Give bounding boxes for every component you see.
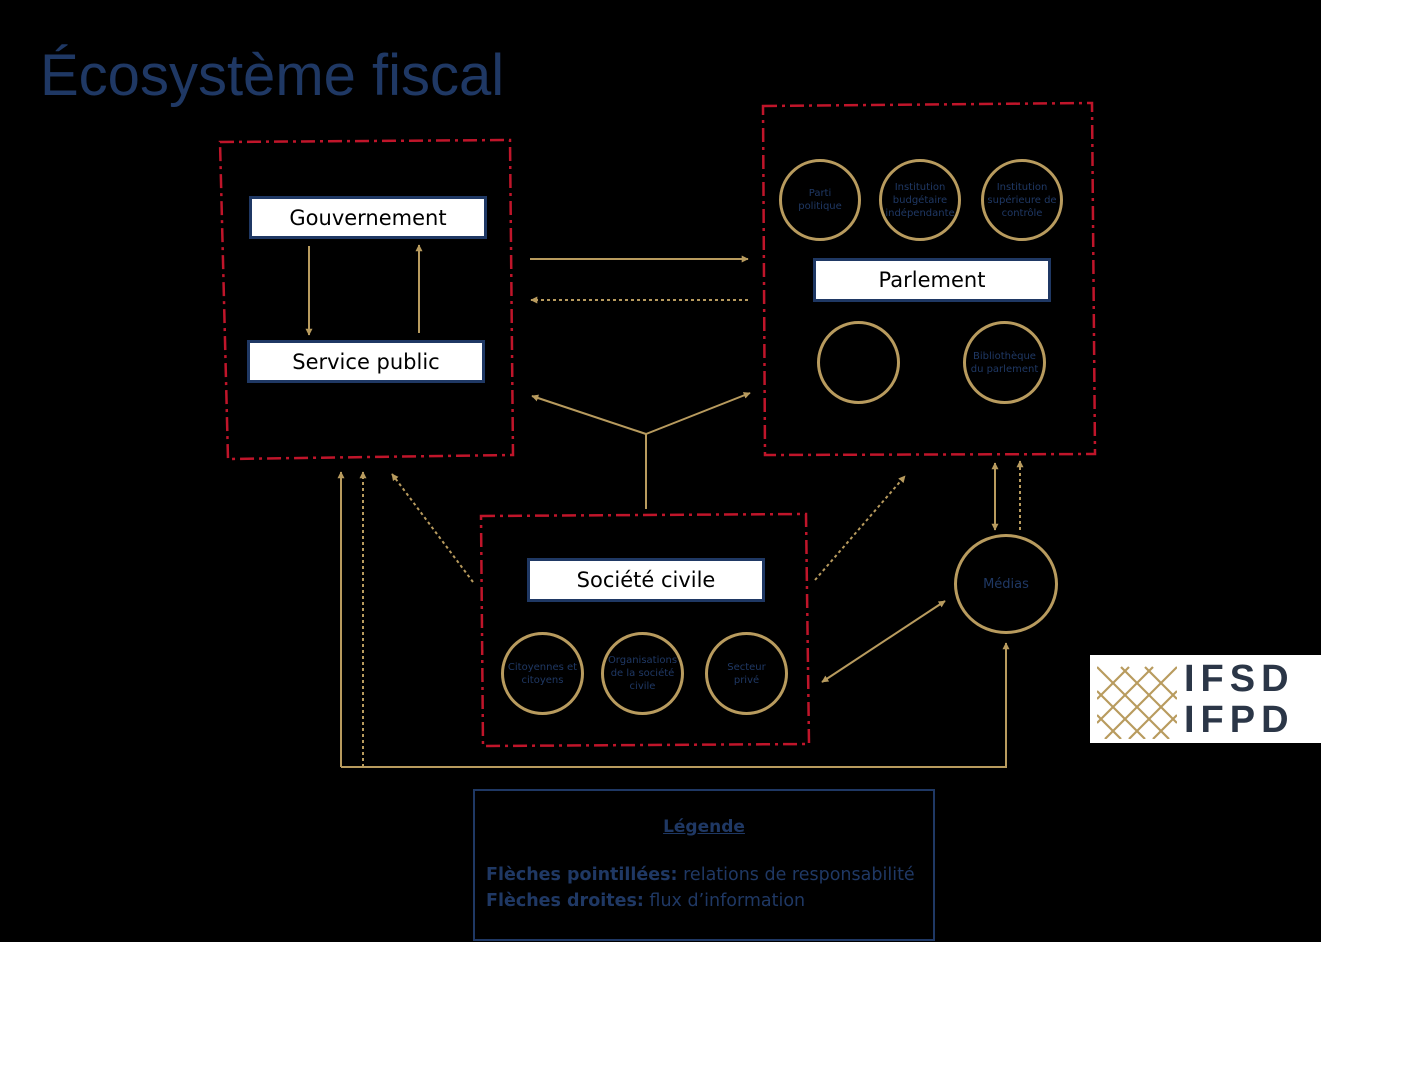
legend-solid-term: Flèches droites:: [486, 891, 644, 911]
legend-dashed-row: Flèches pointillées: relations de respon…: [486, 865, 915, 885]
library-circle: Bibliothèque du parlement: [963, 321, 1046, 404]
page-title: Écosystème fiscal: [40, 43, 505, 108]
arrow-fork-to-gov: [531, 394, 647, 435]
legend-solid-desc: flux d’information: [643, 891, 806, 911]
party-circle: Parti politique: [779, 159, 861, 241]
private-sector-label: Secteur privé: [727, 661, 766, 686]
citizens-circle: Citoyennes et citoyens: [501, 632, 584, 715]
government-label: Gouvernement: [289, 205, 447, 230]
legend-title: Légende: [663, 817, 745, 837]
arrow-civil-to-gov-dotted: [391, 473, 474, 583]
party-label: Parti politique: [798, 188, 842, 212]
service-public-box: Service public: [247, 340, 485, 383]
civil-society-label: Société civile: [576, 568, 716, 592]
legend-solid-row: Flèches droites: flux d’information: [486, 891, 805, 911]
library-label: Bibliothèque du parlement: [970, 350, 1039, 375]
service-public-label: Service public: [292, 349, 440, 374]
slide: Écosystème fiscal: [0, 0, 1321, 942]
parliament-label: Parlement: [878, 268, 986, 292]
audit-circle: Institution supérieure de contrôle: [981, 159, 1063, 241]
logo-line-1: IFSD: [1184, 658, 1295, 700]
civil-society-box: Société civile: [527, 558, 765, 602]
cso-circle: Organisations de la société civile: [601, 632, 684, 715]
government-box: Gouvernement: [249, 196, 487, 239]
legend-dashed-desc: relations de responsabilité: [677, 865, 915, 885]
media-label: Médias: [983, 576, 1029, 592]
pbo-label: Institution budgétaire indépendante: [885, 181, 955, 219]
empty-circle: [817, 321, 900, 404]
ecosystem-diagram: [218, 101, 1097, 768]
citizens-label: Citoyennes et citoyens: [507, 661, 578, 686]
arrow-civil-to-parliament-dotted: [814, 475, 906, 581]
media-circle: Médias: [954, 534, 1058, 634]
pbo-circle: Institution budgétaire indépendante: [879, 159, 961, 241]
parliament-box: Parlement: [813, 258, 1051, 302]
logo-line-2: IFPD: [1184, 699, 1295, 741]
audit-label: Institution supérieure de contrôle: [987, 181, 1057, 219]
civil-society-group-frame: [479, 512, 811, 748]
arrow-loop-to-media: [341, 642, 1010, 768]
lattice-logo-icon: [1097, 666, 1177, 739]
arrow-civil-media-both: [821, 600, 946, 683]
legend: Légende Flèches pointillées: relations d…: [473, 789, 935, 941]
private-sector-circle: Secteur privé: [705, 632, 788, 715]
cso-label: Organisations de la société civile: [607, 655, 678, 692]
ifsd-logo: IFSD IFPD: [1090, 655, 1321, 743]
arrow-fork-to-parliament: [645, 392, 751, 435]
logo-text: IFSD IFPD: [1184, 659, 1295, 741]
parliament-group-frame: [761, 101, 1097, 457]
government-group-frame: [218, 138, 515, 461]
legend-dashed-term: Flèches pointillées:: [486, 865, 678, 885]
